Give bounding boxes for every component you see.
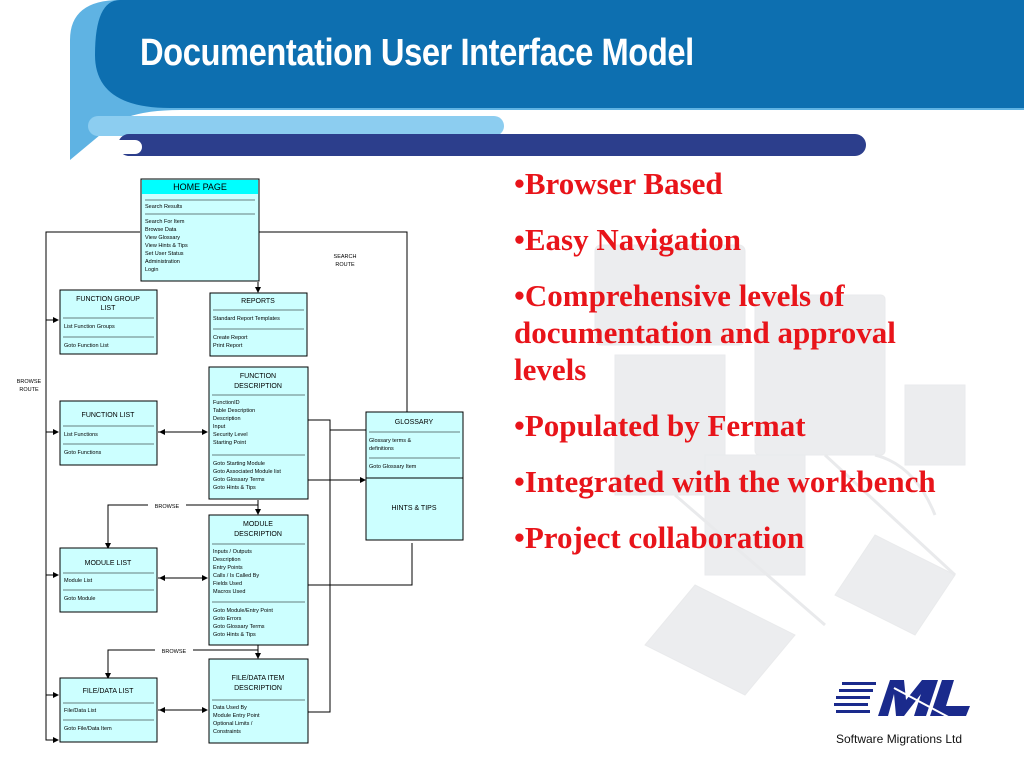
- home-page-box: HOME PAGE Search Results Search For Item…: [140, 178, 260, 282]
- file-data-list-box: FILE/DATA LIST File/Data List Goto File/…: [59, 677, 158, 743]
- svg-text:Goto Function List: Goto Function List: [64, 343, 109, 349]
- function-group-list-box: FUNCTION GROUP LIST List Function Groups…: [59, 289, 158, 355]
- ui-model-diagram: HOME PAGE Search Results Search For Item…: [12, 178, 464, 744]
- module-list-box: MODULE LIST Module List Goto Module: [59, 547, 158, 613]
- svg-text:ROUTE: ROUTE: [19, 387, 39, 393]
- browse-label: BROWSE: [155, 504, 180, 510]
- route-labels: SEARCH ROUTE BROWSE ROUTE BROWSE BROWSE: [12, 254, 356, 655]
- svg-text:Login: Login: [145, 267, 158, 273]
- header-banner: [70, 0, 1024, 160]
- svg-text:Search Results: Search Results: [145, 204, 183, 210]
- svg-text:Macros Used: Macros Used: [213, 589, 245, 595]
- svg-text:FUNCTION GROUP: FUNCTION GROUP: [76, 296, 140, 303]
- svg-text:Optional Limits /: Optional Limits /: [213, 721, 253, 727]
- svg-text:HINTS & TIPS: HINTS & TIPS: [392, 505, 437, 512]
- glossary-box: GLOSSARY Glossary terms & definitions Go…: [365, 411, 464, 541]
- slide-title: Documentation User Interface Model: [140, 32, 694, 74]
- bullet-item: •Populated by Fermat: [514, 408, 806, 443]
- svg-text:Goto Errors: Goto Errors: [213, 616, 242, 622]
- svg-text:List Function Groups: List Function Groups: [64, 324, 115, 330]
- svg-text:definitions: definitions: [369, 446, 394, 452]
- svg-text:FILE/DATA ITEM: FILE/DATA ITEM: [232, 675, 285, 682]
- svg-text:FunctionID: FunctionID: [213, 400, 240, 406]
- svg-text:Starting Point: Starting Point: [213, 440, 246, 446]
- svg-text:Goto Functions: Goto Functions: [64, 450, 102, 456]
- search-route-label: SEARCH: [334, 254, 357, 260]
- svg-text:DESCRIPTION: DESCRIPTION: [234, 531, 282, 538]
- svg-text:Goto Starting Module: Goto Starting Module: [213, 461, 265, 467]
- svg-text:Module List: Module List: [64, 578, 93, 584]
- svg-text:ROUTE: ROUTE: [335, 262, 355, 268]
- svg-text:Goto File/Data Item: Goto File/Data Item: [64, 726, 112, 732]
- svg-text:DESCRIPTION: DESCRIPTION: [234, 685, 282, 692]
- bullet-item: •Easy Navigation: [514, 222, 742, 257]
- svg-text:View Hints & Tips: View Hints & Tips: [145, 243, 188, 249]
- svg-text:Goto Glossary Terms: Goto Glossary Terms: [213, 477, 265, 483]
- bullet-item: •Project collaboration: [514, 520, 805, 555]
- browse-label: BROWSE: [162, 649, 187, 655]
- svg-text:Table Description: Table Description: [213, 408, 255, 414]
- svg-text:Description: Description: [213, 557, 241, 563]
- svg-text:DESCRIPTION: DESCRIPTION: [234, 383, 282, 390]
- svg-text:Browse Data: Browse Data: [145, 227, 177, 233]
- svg-text:Create Report: Create Report: [213, 335, 248, 341]
- svg-text:Security Level: Security Level: [213, 432, 248, 438]
- svg-text:Goto Module/Entry Point: Goto Module/Entry Point: [213, 608, 273, 614]
- svg-text:Goto Module: Goto Module: [64, 596, 96, 602]
- module-description-box: MODULE DESCRIPTION Inputs / Outputs Desc…: [208, 514, 309, 646]
- svg-text:Description: Description: [213, 416, 241, 422]
- company-name: Software Migrations Ltd: [836, 732, 963, 746]
- svg-text:File/Data List: File/Data List: [64, 708, 97, 714]
- svg-text:Module Entry Point: Module Entry Point: [213, 713, 260, 719]
- svg-text:FILE/DATA LIST: FILE/DATA LIST: [83, 688, 134, 695]
- svg-text:GLOSSARY: GLOSSARY: [395, 419, 434, 426]
- svg-text:Fields Used: Fields Used: [213, 581, 242, 587]
- svg-text:Goto Glossary Terms: Goto Glossary Terms: [213, 624, 265, 630]
- svg-text:Goto Hints & Tips: Goto Hints & Tips: [213, 632, 256, 638]
- svg-text:Constraints: Constraints: [213, 729, 241, 735]
- svg-text:Entry Points: Entry Points: [213, 565, 243, 571]
- bullet-item: •Browser Based: [514, 166, 723, 201]
- bullet-item: •Comprehensive levels of documentation a…: [514, 278, 896, 387]
- company-logo: [834, 680, 970, 721]
- svg-text:Standard Report Templates: Standard Report Templates: [213, 316, 280, 322]
- svg-text:Goto Hints & Tips: Goto Hints & Tips: [213, 485, 256, 491]
- svg-text:Data Used By: Data Used By: [213, 705, 247, 711]
- reports-box: REPORTS Standard Report Templates Create…: [209, 292, 308, 357]
- svg-text:MODULE: MODULE: [243, 521, 273, 528]
- function-list-box: FUNCTION LIST List Functions Goto Functi…: [59, 400, 158, 466]
- svg-text:Search For Item: Search For Item: [145, 219, 185, 225]
- browse-route-label: BROWSE: [17, 379, 42, 385]
- bullet-item: •Integrated with the workbench: [514, 464, 936, 499]
- svg-text:REPORTS: REPORTS: [241, 298, 275, 305]
- svg-text:List Functions: List Functions: [64, 432, 98, 438]
- svg-text:FUNCTION LIST: FUNCTION LIST: [82, 412, 136, 419]
- svg-text:View Glossary: View Glossary: [145, 235, 180, 241]
- svg-text:Goto Glossary Item: Goto Glossary Item: [369, 464, 417, 470]
- svg-text:Set User Status: Set User Status: [145, 251, 184, 257]
- svg-text:Goto Associated Module list: Goto Associated Module list: [213, 469, 281, 475]
- bullet-list: •Browser Based •Easy Navigation •Compreh…: [514, 165, 954, 575]
- svg-text:Administration: Administration: [145, 259, 180, 265]
- function-description-box: FUNCTION DESCRIPTION FunctionID Table De…: [208, 366, 309, 500]
- svg-text:Inputs / Outputs: Inputs / Outputs: [213, 549, 252, 555]
- svg-text:Print Report: Print Report: [213, 343, 243, 349]
- network-background-graphic: [594, 244, 966, 696]
- svg-text:Glossary terms &: Glossary terms &: [369, 438, 412, 444]
- file-data-item-description-box: FILE/DATA ITEM DESCRIPTION Data Used By …: [208, 658, 309, 744]
- svg-text:Input: Input: [213, 424, 226, 430]
- svg-text:LIST: LIST: [101, 305, 117, 312]
- svg-text:MODULE LIST: MODULE LIST: [85, 560, 132, 567]
- svg-text:Calls / Is Called By: Calls / Is Called By: [213, 573, 259, 579]
- svg-text:HOME PAGE: HOME PAGE: [173, 182, 227, 192]
- svg-text:FUNCTION: FUNCTION: [240, 373, 276, 380]
